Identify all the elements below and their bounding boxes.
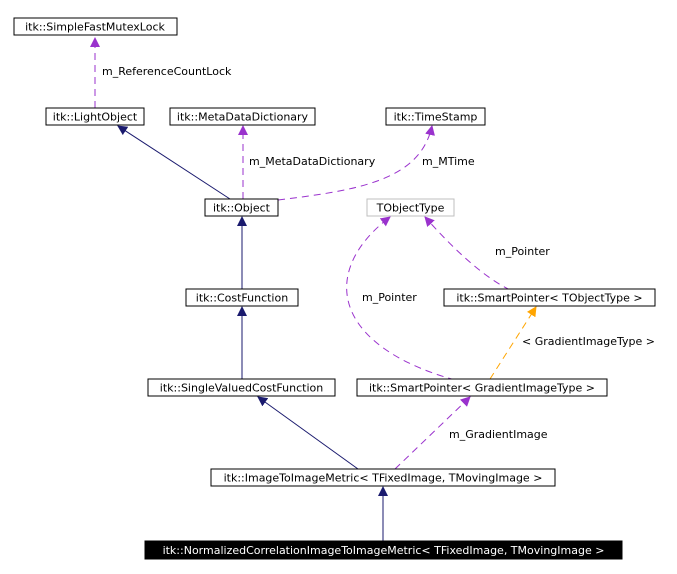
edge-smartpointer-template-to-tobjecttype [424,216,511,291]
node-label-simple-fast-mutex-lock: itk::SimpleFastMutexLock [25,21,165,34]
node-smart-pointer-t[interactable]: itk::SmartPointer< TObjectType > [443,288,656,307]
node-label-object: itk::Object [213,202,271,215]
node-time-stamp[interactable]: itk::TimeStamp [385,107,486,126]
node-simple-fast-mutex-lock[interactable]: itk::SimpleFastMutexLock [13,17,178,36]
node-t-object-type: TObjectType [366,198,455,217]
node-label-time-stamp: itk::TimeStamp [394,111,478,124]
edge-label-m-time: m_MTime [422,155,475,168]
node-image-to-image-metric[interactable]: itk::ImageToImageMetric< TFixedImage, TM… [210,468,556,487]
node-label-normalized-correlation: itk::NormalizedCorrelationImageToImageMe… [163,544,605,557]
nodes: itk::SimpleFastMutexLock itk::LightObjec… [13,17,656,560]
node-label-single-valued-cost-function: itk::SingleValuedCostFunction [160,382,323,395]
edge-label-gradient-image: m_GradientImage [449,428,548,441]
edge-object-to-timestamp [277,125,435,201]
node-label-image-to-image-metric: itk::ImageToImageMetric< TFixedImage, TM… [224,472,543,485]
edge-metric-to-singlevalued [257,396,359,470]
edge-metric-to-smartpointer-gradient [394,396,471,470]
node-normalized-correlation: itk::NormalizedCorrelationImageToImageMe… [144,540,623,560]
node-meta-data-dictionary[interactable]: itk::MetaDataDictionary [169,107,316,126]
node-smart-pointer-gradient[interactable]: itk::SmartPointer< GradientImageType > [356,378,608,397]
node-single-valued-cost-function[interactable]: itk::SingleValuedCostFunction [147,378,336,397]
node-label-smart-pointer-gradient: itk::SmartPointer< GradientImageType > [369,382,595,395]
node-light-object[interactable]: itk::LightObject [45,107,145,126]
node-label-meta-data-dictionary: itk::MetaDataDictionary [177,111,309,124]
edge-label-pointer-left: m_Pointer [362,291,417,304]
edge-label-pointer-right: m_Pointer [495,245,550,258]
node-label-light-object: itk::LightObject [53,111,138,124]
edge-label-meta-data-dictionary: m_MetaDataDictionary [249,155,376,168]
edges [90,37,537,541]
node-label-t-object-type: TObjectType [376,202,445,215]
node-object[interactable]: itk::Object [204,198,279,217]
edge-object-to-lightobject [117,125,231,200]
edge-label-reference-count-lock: m_ReferenceCountLock [102,65,232,78]
edge-label-gradient-image-type: < GradientImageType > [522,335,655,348]
edge-smartpointer-gradient-to-tobjecttype [346,216,456,381]
node-label-smart-pointer-t: itk::SmartPointer< TObjectType > [456,292,642,305]
node-label-cost-function: itk::CostFunction [196,292,288,305]
edge-smartpointer-gradient-to-template [489,306,537,380]
node-cost-function[interactable]: itk::CostFunction [185,288,299,307]
edge-labels: m_ReferenceCountLock m_MetaDataDictionar… [102,65,655,441]
